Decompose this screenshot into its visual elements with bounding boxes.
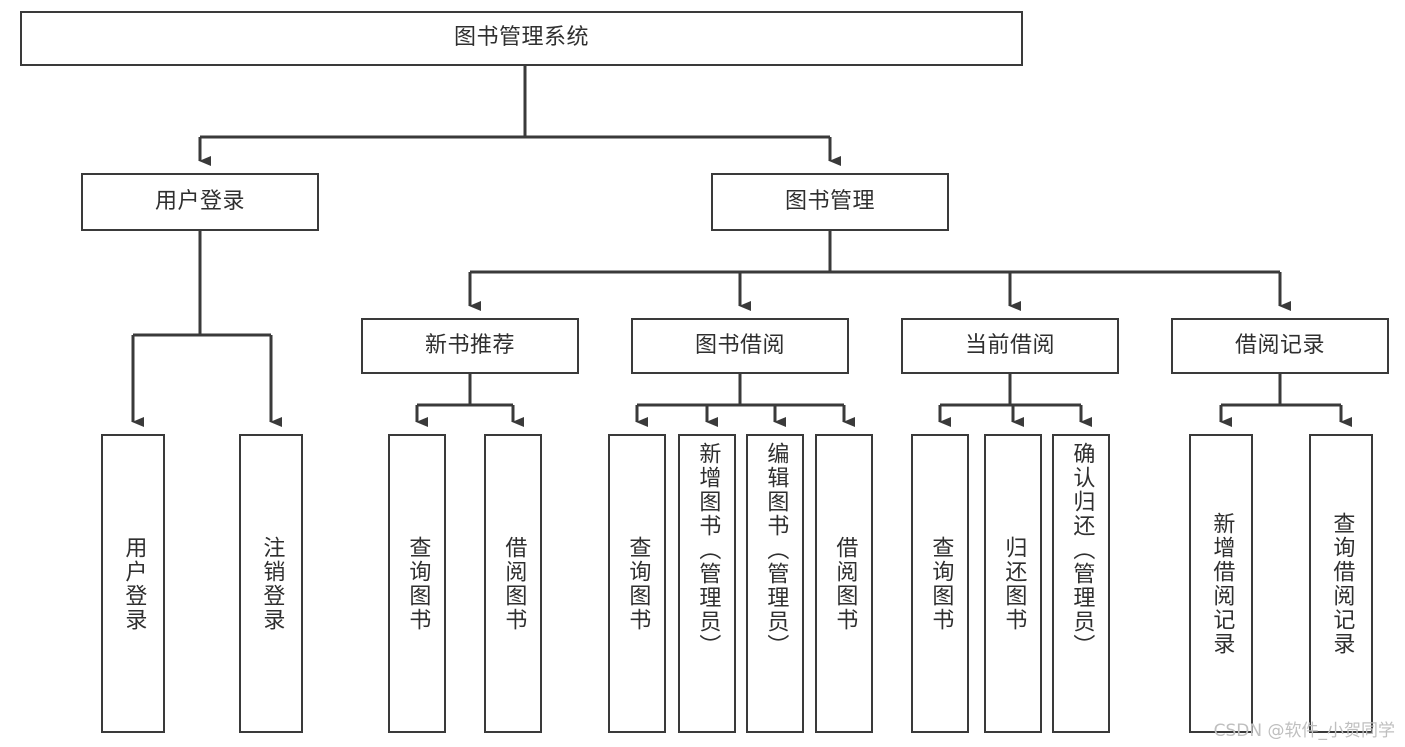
node-leaf-query-book-2[interactable]: 查询图书	[608, 434, 666, 733]
node-book-manage[interactable]: 图书管理	[711, 173, 949, 231]
node-leaf-borrow-book-2[interactable]: 借阅图书	[815, 434, 873, 733]
node-label: 归还图书	[1001, 535, 1027, 632]
node-label: 图书管理系统	[453, 25, 589, 51]
node-leaf-query-record[interactable]: 查询借阅记录	[1309, 434, 1373, 733]
node-leaf-user-login[interactable]: 用户登录	[101, 434, 165, 733]
node-leaf-query-book-1[interactable]: 查询图书	[388, 434, 446, 733]
node-leaf-query-book-3[interactable]: 查询图书	[911, 434, 969, 733]
edge-group	[131, 66, 1352, 427]
node-label: 用户登录	[154, 188, 245, 214]
node-leaf-logout[interactable]: 注销登录	[239, 434, 303, 733]
node-label: 借阅图书	[501, 535, 527, 632]
node-leaf-add-book[interactable]: 新增图书（管理员）	[678, 434, 736, 733]
node-root[interactable]: 图书管理系统	[20, 11, 1023, 66]
node-leaf-add-record[interactable]: 新增借阅记录	[1189, 434, 1253, 733]
node-borrow-record[interactable]: 借阅记录	[1171, 318, 1389, 374]
node-user-login[interactable]: 用户登录	[81, 173, 319, 231]
node-label: 图书借阅	[694, 332, 785, 358]
node-leaf-confirm-return[interactable]: 确认归还（管理员）	[1052, 434, 1110, 733]
node-label: 查询图书	[625, 535, 651, 632]
node-label: 借阅记录	[1234, 332, 1325, 358]
node-current-borrow[interactable]: 当前借阅	[901, 318, 1119, 374]
node-label: 用户登录	[121, 535, 147, 632]
node-label: 注销登录	[259, 535, 285, 632]
node-leaf-borrow-book-1[interactable]: 借阅图书	[484, 434, 542, 733]
node-label: 查询图书	[928, 535, 954, 632]
node-leaf-edit-book[interactable]: 编辑图书（管理员）	[746, 434, 804, 733]
node-book-borrow[interactable]: 图书借阅	[631, 318, 849, 374]
node-label: 编辑图书（管理员）	[763, 442, 789, 658]
node-label: 新增图书（管理员）	[695, 442, 721, 658]
node-label: 当前借阅	[964, 332, 1055, 358]
node-label: 借阅图书	[832, 535, 858, 632]
node-label: 确认归还（管理员）	[1069, 442, 1095, 658]
node-label: 查询图书	[405, 535, 431, 632]
node-new-book-rec[interactable]: 新书推荐	[361, 318, 579, 374]
node-leaf-return-book[interactable]: 归还图书	[984, 434, 1042, 733]
node-label: 新增借阅记录	[1209, 511, 1235, 656]
node-label: 图书管理	[784, 188, 875, 214]
node-label: 查询借阅记录	[1329, 511, 1355, 656]
node-label: 新书推荐	[424, 332, 515, 358]
